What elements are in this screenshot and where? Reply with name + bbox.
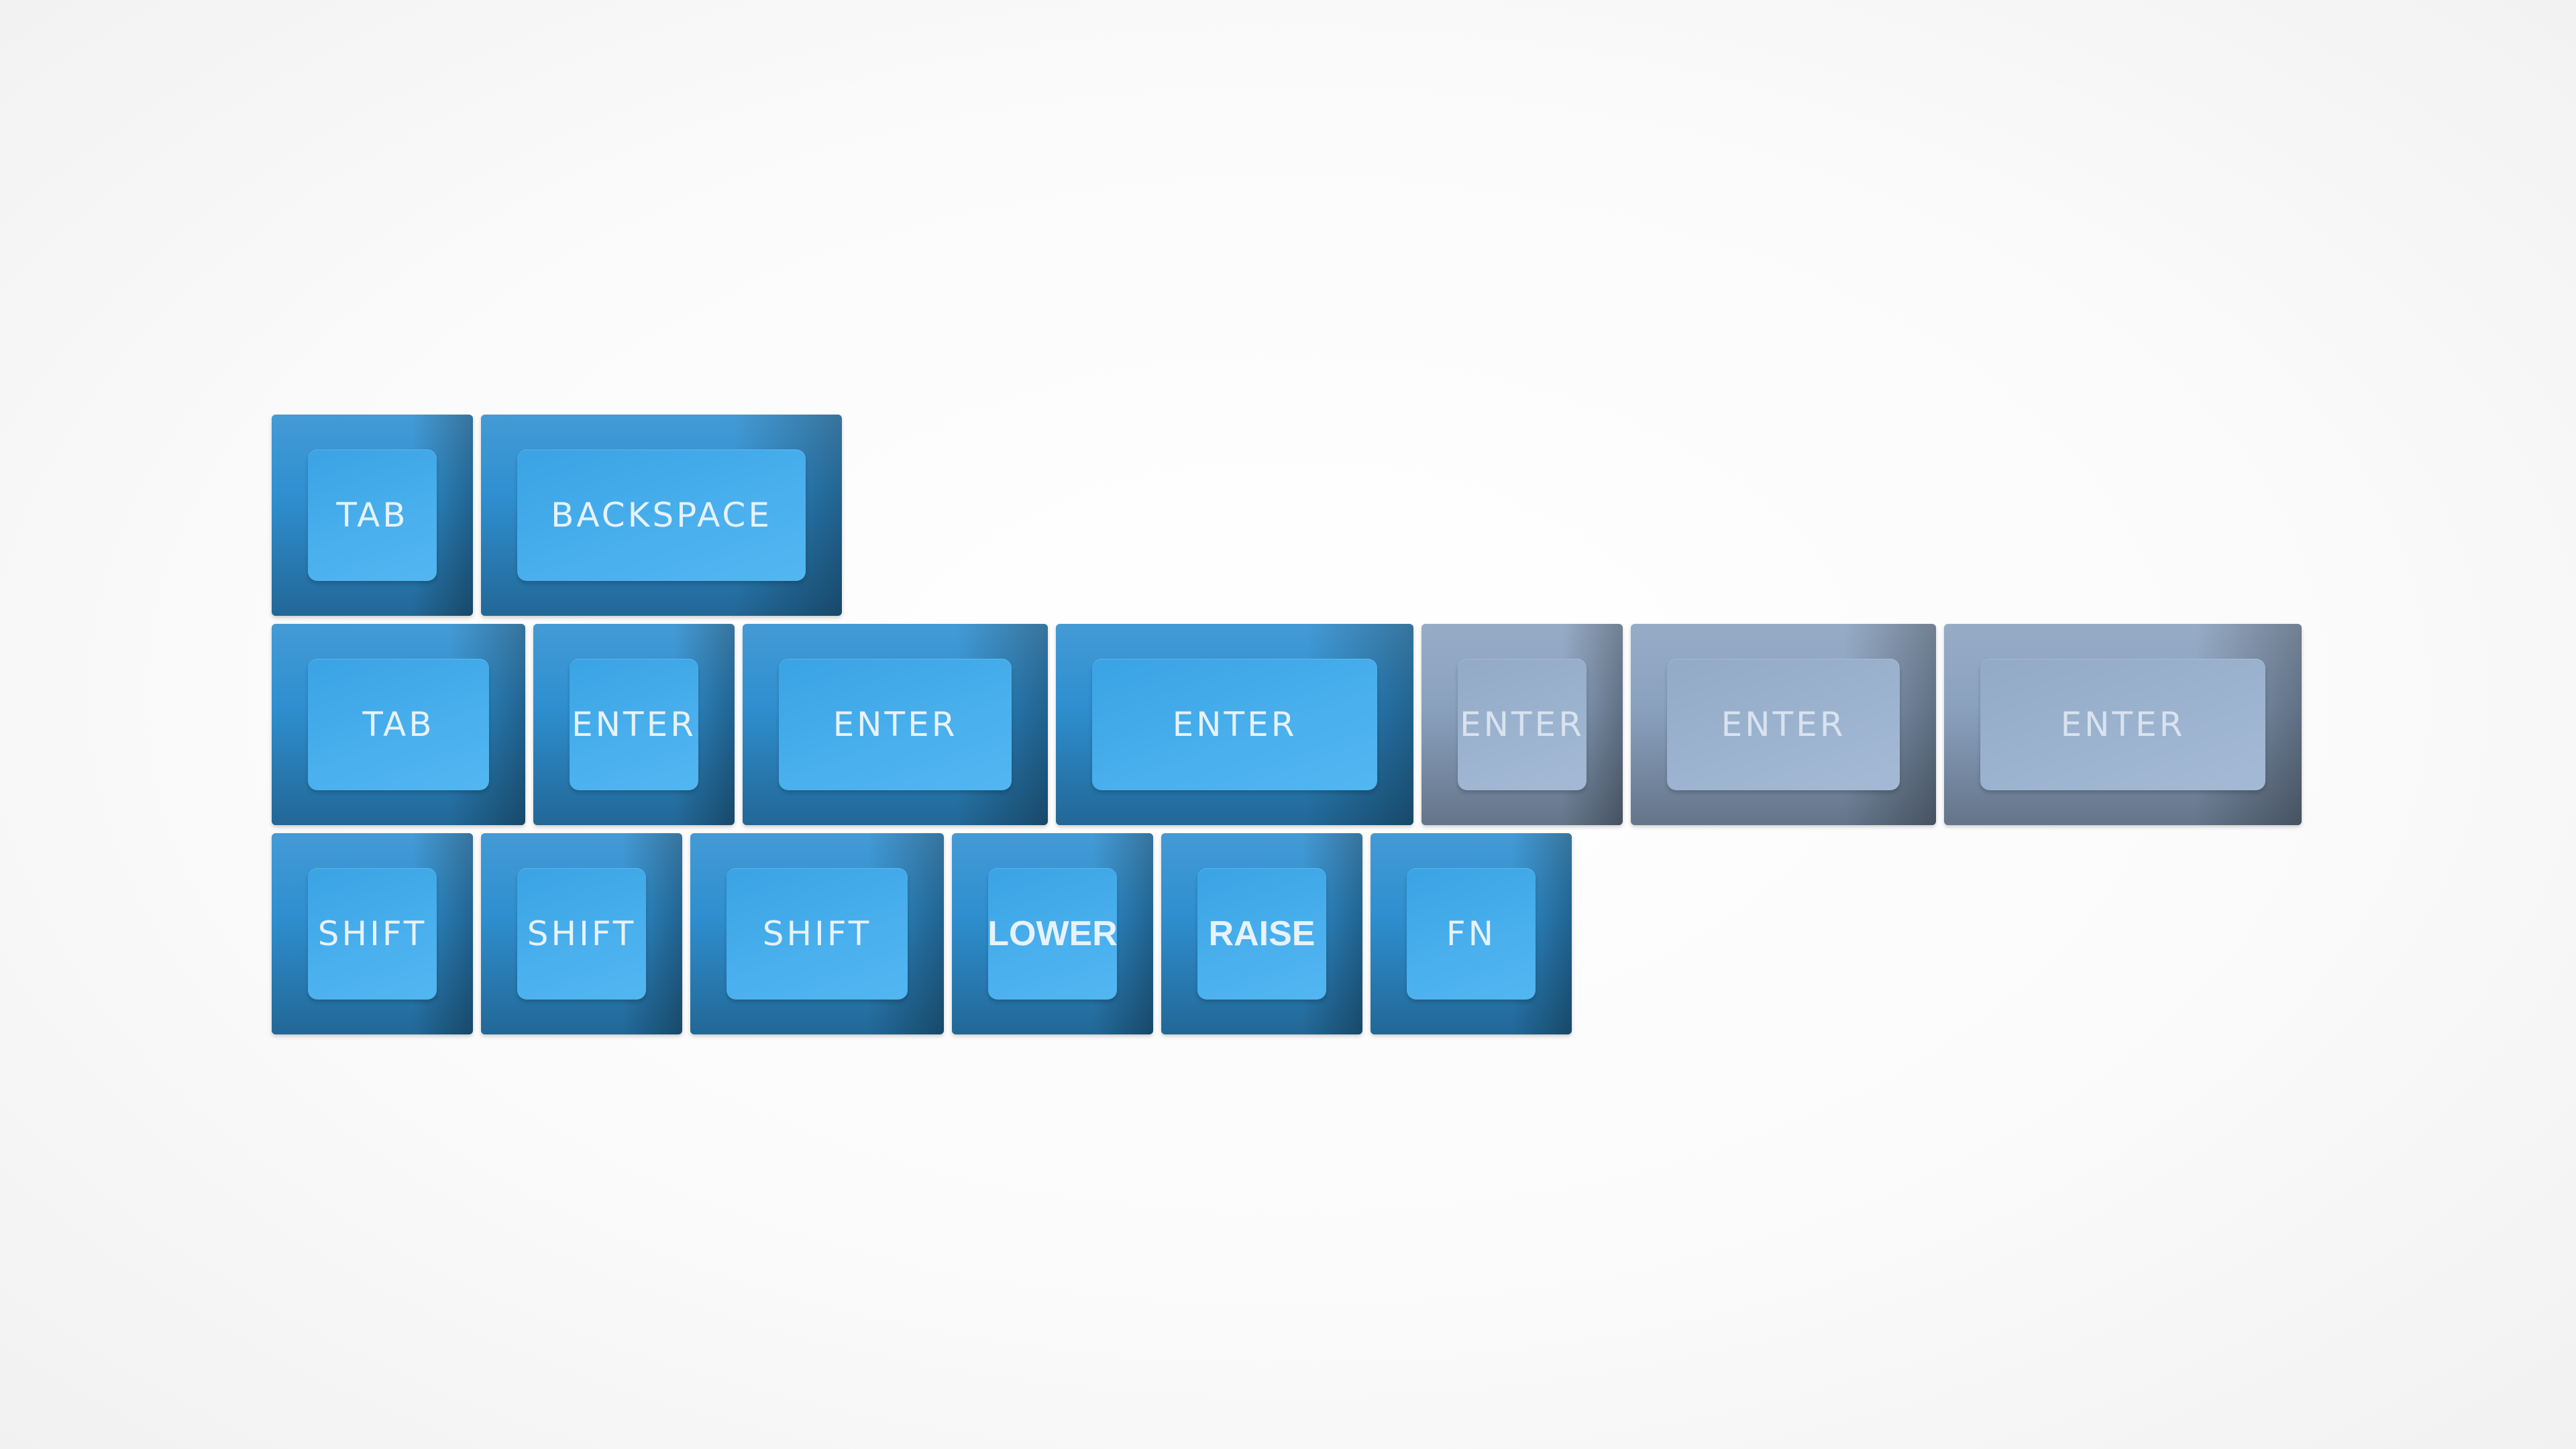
keycap-row-1: TAB BACKSPACE — [272, 415, 842, 616]
keycap-shift-1u: SHIFT — [272, 833, 473, 1034]
keycap-lower: LOWER — [952, 833, 1153, 1034]
keycap-tab: TAB — [272, 415, 473, 616]
keycap-legend: SHIFT — [762, 914, 872, 953]
keycap-enter-175-gray: ENTER — [1944, 624, 2302, 825]
keycap-legend: ENTER — [1172, 705, 1297, 744]
keycap-row-3: SHIFT SHIFT SHIFT LOWER RAISE FN — [272, 833, 1573, 1034]
keycap-legend: RAISE — [1208, 914, 1316, 953]
keycap-shift-1u-b: SHIFT — [481, 833, 682, 1034]
keycap-legend: TAB — [336, 496, 409, 535]
keycap-legend: LOWER — [987, 914, 1118, 953]
keycap-enter-1u-gray: ENTER — [1421, 624, 1623, 825]
keycap-legend: ENTER — [1721, 705, 1846, 744]
keycap-legend: TAB — [362, 705, 435, 744]
keycap-enter-1u: ENTER — [533, 624, 735, 825]
keycap-shift-125: SHIFT — [690, 833, 944, 1034]
keycap-backspace: BACKSPACE — [481, 415, 842, 616]
keycap-tab-wide: TAB — [272, 624, 525, 825]
keycap-enter-175: ENTER — [1056, 624, 1413, 825]
keycap-row-2: TAB ENTER ENTER ENTER ENTER ENTER ENTER — [272, 624, 2304, 825]
keycap-legend: SHIFT — [527, 914, 637, 953]
keycap-legend: ENTER — [572, 705, 696, 744]
keycap-legend: ENTER — [2060, 705, 2186, 744]
keycap-raise: RAISE — [1161, 833, 1362, 1034]
keycap-fn: FN — [1371, 833, 1572, 1034]
keycap-legend: ENTER — [833, 705, 958, 744]
keycap-legend: ENTER — [1460, 705, 1585, 744]
keycap-legend: SHIFT — [317, 914, 427, 953]
keycap-enter-150: ENTER — [743, 624, 1048, 825]
keycap-enter-150-gray: ENTER — [1631, 624, 1936, 825]
keycap-legend: FN — [1446, 914, 1497, 953]
keycap-legend: BACKSPACE — [551, 496, 772, 535]
